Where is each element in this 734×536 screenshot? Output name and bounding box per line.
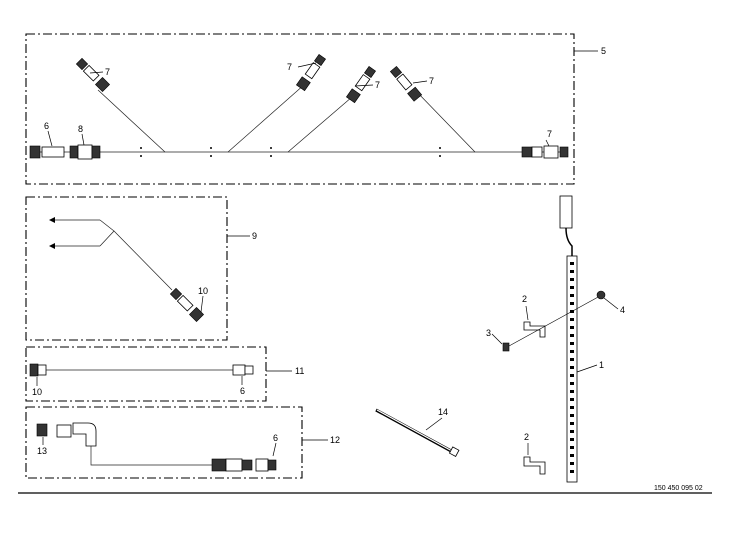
group-11-frame [25, 346, 292, 402]
branch-connector-4 [389, 65, 423, 102]
branch-connector-2 [295, 54, 326, 92]
callout-8: 8 [78, 124, 83, 134]
callout-9: 9 [252, 231, 257, 241]
splice-markers [140, 147, 441, 157]
group-9-frame [25, 196, 250, 341]
callout-13: 13 [37, 446, 47, 456]
callout-10: 10 [32, 387, 42, 397]
bolt [491, 295, 601, 352]
callout-6: 6 [273, 433, 278, 443]
harness-12 [36, 422, 277, 472]
callout-12: 12 [330, 435, 340, 445]
group-12-frame [25, 406, 328, 479]
main-harness [29, 54, 569, 160]
callout-1: 1 [599, 360, 604, 370]
cable-tie [375, 408, 460, 457]
callout-10: 10 [198, 286, 208, 296]
callout-11: 11 [295, 366, 304, 376]
drawing-reference-number: 150 450 095 02 [654, 485, 703, 492]
callout-2: 2 [522, 294, 527, 304]
sensor-bar [559, 195, 598, 483]
harness-9 [49, 217, 205, 323]
callout-14: 14 [438, 407, 448, 417]
callout-7: 7 [105, 67, 110, 77]
callout-3: 3 [486, 328, 491, 338]
nut [596, 290, 619, 310]
branch-connector-3 [345, 66, 376, 104]
left-end-connector [29, 144, 101, 160]
callout-2: 2 [524, 432, 529, 442]
callout-7: 7 [429, 76, 434, 86]
group-5-frame [25, 33, 598, 185]
harness-11 [29, 363, 254, 386]
callout-7: 7 [547, 129, 552, 139]
right-end-connector [521, 145, 569, 159]
callout-7: 7 [287, 62, 292, 72]
callout-7: 7 [375, 80, 380, 90]
callout-6: 6 [240, 386, 245, 396]
callout-5: 5 [601, 46, 606, 56]
bracket-lower [523, 443, 546, 475]
callout-6: 6 [44, 121, 49, 131]
callout-4: 4 [620, 305, 625, 315]
bracket-upper [523, 305, 546, 338]
